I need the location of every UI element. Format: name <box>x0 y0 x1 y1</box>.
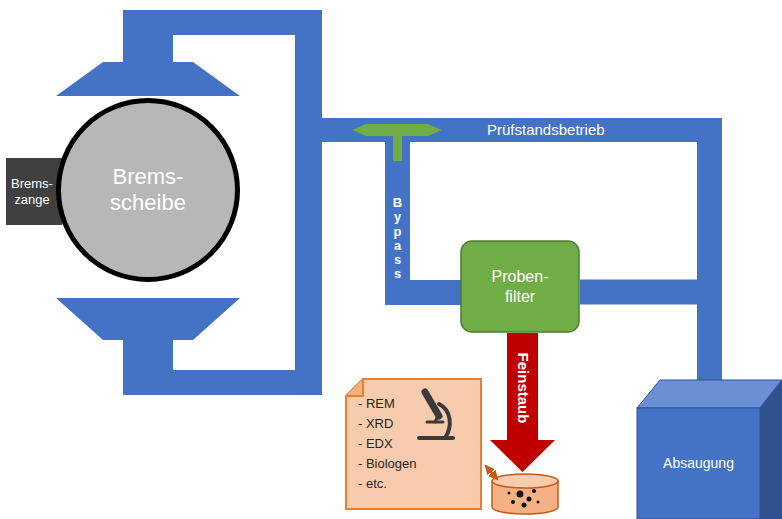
node-text-group: Proben- filter <box>480 267 560 305</box>
node-label: Proben- filter <box>480 267 560 305</box>
method-list-item: - EDX <box>358 434 393 454</box>
method-list-item: - XRD <box>358 414 393 434</box>
node-text-group: - REM- XRD- EDX- Biologen- etc. <box>358 394 417 494</box>
caliper-box: Brems- zange <box>6 158 62 225</box>
extraction-unit: Absaugung <box>637 380 782 519</box>
node-label: Brems- zange <box>9 176 55 207</box>
method-list-item: - etc. <box>358 474 387 494</box>
bypass-valve <box>352 124 442 161</box>
sample-container <box>492 474 558 514</box>
microscope-icon <box>419 392 453 438</box>
method-list-item: - REM <box>358 394 395 414</box>
pipe-connector <box>580 292 710 382</box>
node-text-group: Absaugung <box>663 455 734 472</box>
node-label: Absaugung <box>663 455 734 472</box>
pipe-label: Prüfstandsbetrieb <box>487 121 605 138</box>
node-outline <box>637 380 782 519</box>
node-text-group: Brems- scheibe <box>93 164 203 217</box>
feinstaub-arrow <box>490 333 555 472</box>
node-label: Brems- scheibe <box>93 164 203 217</box>
bypass-label: Bypass <box>391 196 404 282</box>
node-outline <box>460 240 580 333</box>
feinstaub-label: Feinstaub <box>514 353 531 424</box>
brake-disc: Brems- scheibe <box>56 98 240 282</box>
node-text-group: Brems- zange <box>9 176 55 207</box>
sample-filter-box: Proben- filter <box>460 240 580 333</box>
analysis-link-arrow <box>486 466 497 479</box>
analysis-document: - REM- XRD- EDX- Biologen- etc. <box>345 378 482 510</box>
method-list-item: - Biologen <box>358 454 417 474</box>
pipes <box>56 10 722 395</box>
